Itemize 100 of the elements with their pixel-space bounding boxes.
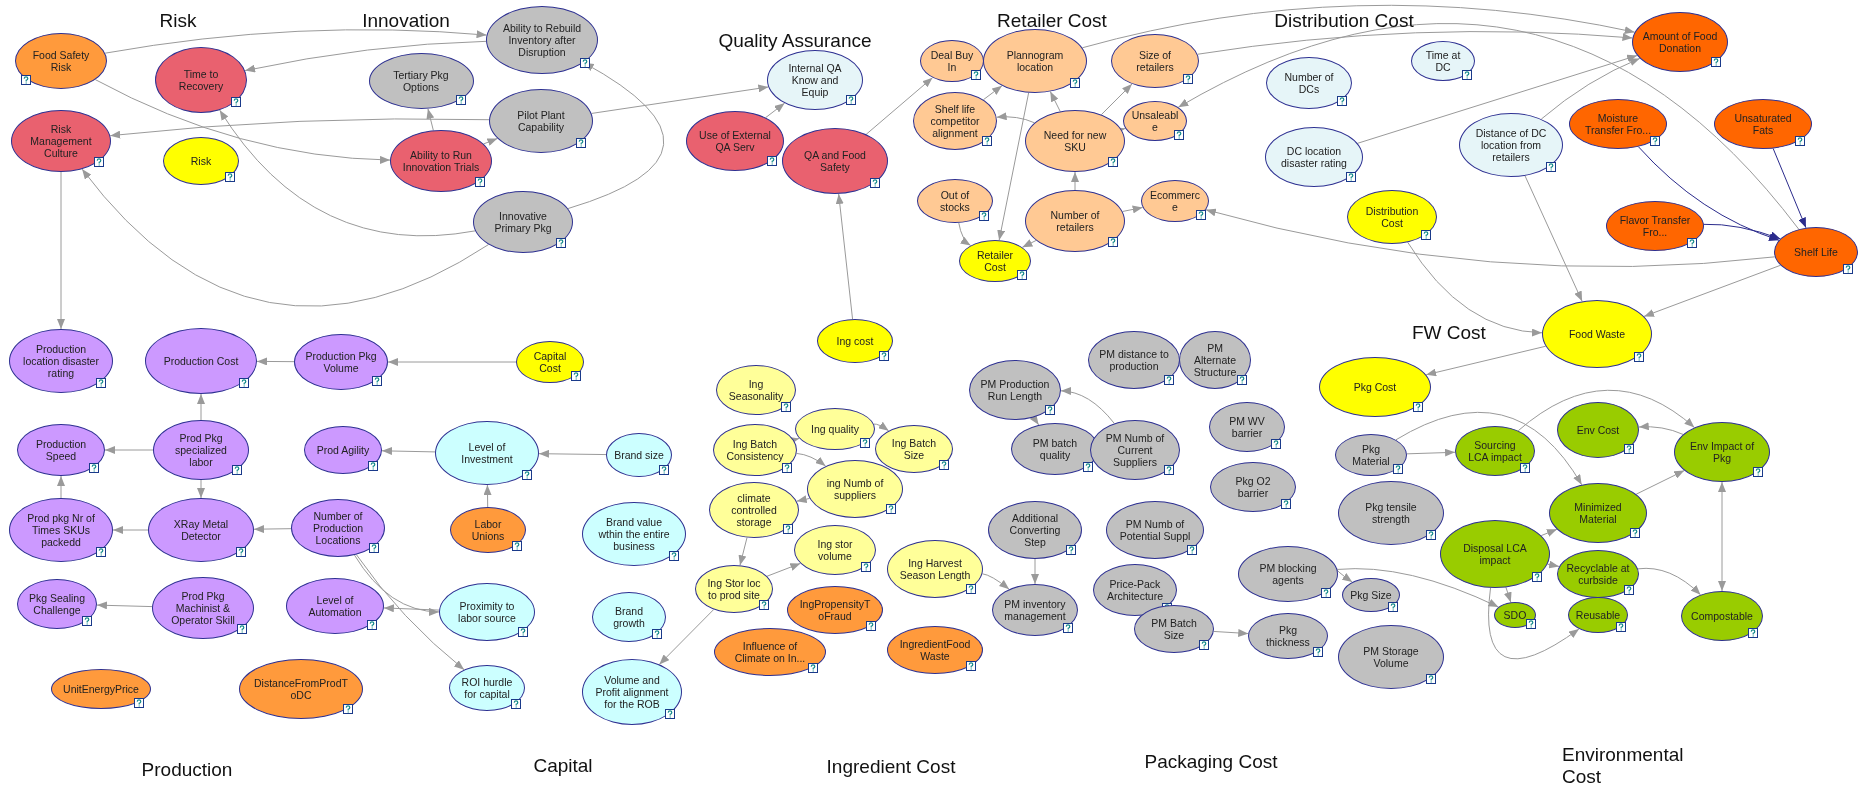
arrow xyxy=(796,495,811,503)
node-label: climate controlled storage xyxy=(730,492,778,528)
group-heading: FW Cost xyxy=(1412,322,1487,344)
arrow xyxy=(873,421,890,432)
arrow xyxy=(835,193,854,320)
node-label: Ing stor volume xyxy=(816,538,854,562)
arrow xyxy=(383,604,440,613)
ellipse-node xyxy=(709,482,799,538)
arrow xyxy=(765,102,786,119)
node-label: DC location disaster rating xyxy=(1280,145,1348,169)
ellipse-node xyxy=(1455,426,1535,476)
node-label: ROI hurdle for capital xyxy=(460,676,514,700)
arrow xyxy=(387,358,517,366)
group-heading: Environmental Cost xyxy=(1562,744,1682,788)
arrow xyxy=(256,357,295,366)
node-label: Proximity to labor source xyxy=(457,600,517,624)
node-label: Out of stocks xyxy=(939,189,971,213)
node-label: Disposal LCA impact xyxy=(1462,542,1528,566)
ellipse-node xyxy=(1141,180,1209,222)
arrow xyxy=(81,168,490,307)
node-label: Ing quality xyxy=(810,423,860,435)
node-label: Production Pkg Volume xyxy=(304,350,378,374)
arrow xyxy=(426,108,435,131)
node-label: Ability to Run Innovation Trials xyxy=(401,149,481,173)
ellipse-node xyxy=(155,47,247,113)
node-label: Unsaturated Fats xyxy=(1733,112,1793,136)
ellipse-node xyxy=(286,578,384,634)
node-label: PM Batch Size xyxy=(1150,617,1198,641)
arrow xyxy=(1406,448,1456,457)
arrow xyxy=(1071,171,1079,191)
node-label: Capital Cost xyxy=(532,350,568,374)
arrow xyxy=(796,452,827,467)
arrow xyxy=(658,609,715,665)
ellipse-node xyxy=(606,433,672,477)
arrow xyxy=(197,479,205,499)
arrow xyxy=(355,554,465,671)
node-label: Env Cost xyxy=(1575,424,1621,436)
node-label: Level of Investment xyxy=(460,441,514,465)
ellipse-node xyxy=(1440,520,1550,588)
node-label: PM Numb of Potential Suppl xyxy=(1118,518,1192,542)
node-label: Number of retailers xyxy=(1049,209,1101,233)
arrow xyxy=(219,109,476,237)
node-label: PM Numb of Current Suppliers xyxy=(1104,432,1166,468)
node-label: Number of Production Locations xyxy=(311,510,365,546)
arrow xyxy=(982,85,1003,101)
ellipse-node xyxy=(795,408,875,450)
node-label: Need for new SKU xyxy=(1042,129,1108,153)
arrow xyxy=(1546,560,1560,569)
arrow xyxy=(538,449,607,458)
node-label: Use of External QA Serv xyxy=(698,129,772,153)
node-label: Production Cost xyxy=(162,355,240,367)
node-label: Prod Agility xyxy=(315,444,371,456)
ellipse-node xyxy=(1335,434,1407,476)
arrow xyxy=(1213,628,1249,637)
ellipse-node xyxy=(163,137,239,185)
node-label: DistanceFromProdToDC xyxy=(253,677,349,701)
arrow xyxy=(57,171,65,330)
node-label: Deal Buy In xyxy=(929,49,975,73)
node-label: Internal QA Know and Equip xyxy=(787,62,843,98)
node-label: Unsaleable xyxy=(1130,109,1180,133)
node-label: Ability to Rebuild Inventory after Disruption xyxy=(501,22,583,58)
arrow xyxy=(1049,91,1061,112)
node-label: Shelf life competitor alignment xyxy=(929,103,981,139)
node-label: PM Storage Volume xyxy=(1362,645,1420,669)
arrow xyxy=(57,475,65,499)
group-heading: Packaging Cost xyxy=(1144,751,1278,773)
ellipse-node xyxy=(1674,422,1770,482)
node-label: Prod Pkg Machinist & Operator Skill xyxy=(170,590,236,626)
ellipse-node xyxy=(1266,57,1352,109)
node-label: PM WV barrier xyxy=(1228,415,1266,439)
ellipse-node xyxy=(1088,331,1180,389)
node-label: Brand value wthin the entire business xyxy=(597,516,671,552)
ellipse-node xyxy=(1123,101,1187,141)
node-label: Shelf Life xyxy=(1793,246,1839,258)
ellipse-node xyxy=(1774,227,1858,277)
ellipse-node xyxy=(1557,402,1639,458)
node-label: Ing Seasonality xyxy=(727,378,785,402)
node-label: Brand size xyxy=(613,449,665,461)
node-label: Additional Converting Step xyxy=(1008,512,1062,548)
ellipse-node xyxy=(1025,110,1125,172)
arrow xyxy=(1635,470,1685,495)
node-label: Time at DC xyxy=(1424,49,1462,73)
node-label: PM blocking agents xyxy=(1258,562,1318,586)
node-label: Brand growth xyxy=(612,605,646,629)
arrow xyxy=(981,573,1010,590)
node-label: Pkg O2 barrier xyxy=(1234,475,1272,499)
arrow xyxy=(997,92,1030,241)
arrow xyxy=(483,137,498,146)
node-label: XRay Metal Detector xyxy=(172,518,230,542)
ellipse-node xyxy=(920,40,984,82)
node-label: Risk Management Culture xyxy=(29,123,93,159)
arrow xyxy=(253,525,292,534)
node-label: PM inventory management xyxy=(1003,598,1067,622)
node-label: Sourcing LCA impact xyxy=(1467,439,1523,463)
node-label: Innovative Primary Pkg xyxy=(493,210,553,234)
node-label: Pilot Plant Capability xyxy=(516,109,566,133)
group-heading: Quality Assurance xyxy=(718,30,872,52)
node-label: Food Safety Risk xyxy=(31,49,91,73)
arrow xyxy=(1637,567,1702,596)
node-label: Flavor Transfer Fro... xyxy=(1618,214,1692,238)
